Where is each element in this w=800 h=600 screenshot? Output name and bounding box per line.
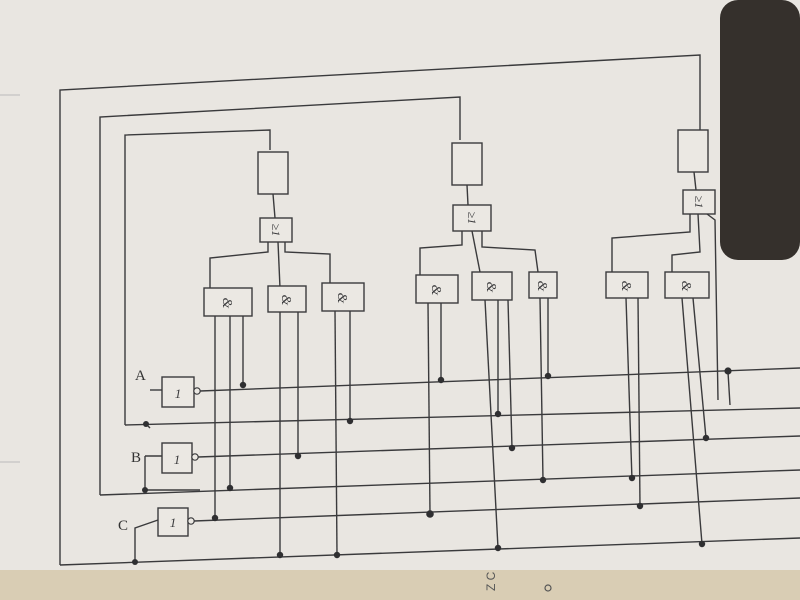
and-gate-symbol-8: & bbox=[678, 281, 693, 292]
or-input-branches bbox=[209, 213, 719, 401]
and-gate-symbol-3: & bbox=[334, 293, 349, 304]
input-label-c: C bbox=[118, 518, 128, 534]
or-gate-2: ≥1 bbox=[452, 204, 492, 232]
not-gate-b: 1 B bbox=[131, 442, 199, 490]
not-gate-b-symbol: 1 bbox=[174, 452, 181, 467]
output-box-3 bbox=[677, 129, 709, 173]
and-gate-symbols: & & & & & & & & bbox=[219, 281, 693, 309]
or-gate-symbol-2: ≥1 bbox=[465, 212, 479, 225]
and-gate-symbol-4: & bbox=[428, 285, 443, 296]
and-gate-symbol-5: & bbox=[483, 282, 498, 293]
or-gate-1: ≥1 bbox=[259, 217, 293, 243]
or-gate-3: ≥1 bbox=[682, 189, 716, 215]
and-gates bbox=[203, 271, 710, 317]
junction-dots bbox=[132, 367, 732, 565]
ruler-text: Z C bbox=[484, 571, 498, 591]
ruler-strip bbox=[0, 570, 800, 600]
input-label-a: A bbox=[135, 368, 146, 384]
or-gate-symbol-3: ≥1 bbox=[692, 196, 706, 209]
and-gate-symbol-1: & bbox=[219, 298, 234, 309]
and-gate-symbol-7: & bbox=[618, 281, 633, 292]
input-label-b: B bbox=[131, 450, 141, 466]
not-gate-c: 1 C bbox=[118, 507, 195, 562]
and-input-wires bbox=[214, 297, 731, 556]
dark-object-shadow bbox=[720, 0, 800, 260]
output-box-2 bbox=[451, 142, 483, 186]
not-gate-a-symbol: 1 bbox=[175, 386, 182, 401]
and-gate-symbol-6: & bbox=[534, 281, 549, 292]
output-box-1 bbox=[257, 151, 289, 195]
ruler-mark bbox=[544, 584, 552, 592]
feedback-wires bbox=[59, 54, 701, 565]
or-gate-symbol-1: ≥1 bbox=[269, 224, 283, 237]
and-gate-symbol-2: & bbox=[278, 295, 293, 306]
not-gate-c-symbol: 1 bbox=[170, 515, 177, 530]
